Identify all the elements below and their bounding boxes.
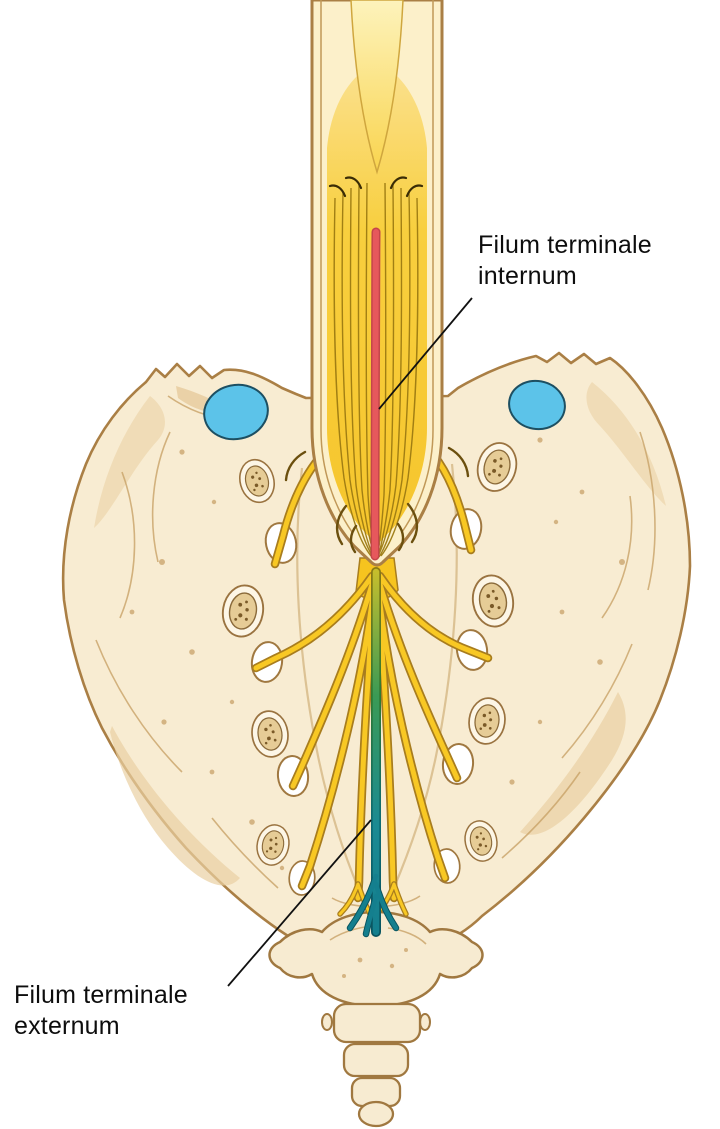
nerve-roots xyxy=(253,441,491,901)
label-line-1: Filum terminale xyxy=(478,231,652,259)
filum-externum-branches xyxy=(347,873,399,937)
rootlet-hooks-bottom xyxy=(335,502,419,554)
coccyx-segment-2 xyxy=(342,1042,410,1078)
cauda-fibers xyxy=(333,182,419,560)
arachnoid-lines xyxy=(320,0,434,533)
coccyx-nub-left xyxy=(321,1013,333,1031)
nerve-rootlet-curls xyxy=(284,446,470,482)
coccyx-segment-1 xyxy=(332,1002,422,1044)
coccyx-body xyxy=(268,910,484,1008)
superior-articular-facet-left xyxy=(203,383,269,441)
leader-line-internum xyxy=(378,297,473,410)
label-line-1: Filum terminale xyxy=(14,981,188,1009)
filum-terminale-externum xyxy=(346,567,400,938)
bone-speckles xyxy=(129,437,625,871)
label-filum-terminale-internum: Filum terminale internum xyxy=(478,230,652,291)
coccyx xyxy=(268,910,484,1128)
rootlet-hooks-top xyxy=(328,176,424,198)
superior-articular-facet-right xyxy=(508,379,566,431)
filum-terminale-internum xyxy=(370,227,381,561)
filum-internum-line xyxy=(372,229,379,559)
leader-line-externum xyxy=(227,819,372,987)
coccyx-tip xyxy=(357,1100,395,1128)
coccyx-speckles xyxy=(342,948,408,978)
cauda-equina-fibers xyxy=(328,176,424,560)
label-line-2: externum xyxy=(14,1011,120,1040)
label-filum-terminale-externum: Filum terminale externum xyxy=(14,980,188,1041)
dural-sac xyxy=(310,0,444,567)
label-line-2: internum xyxy=(478,261,577,290)
coccyx-nub-right xyxy=(419,1013,431,1031)
spinal-cord xyxy=(350,0,404,175)
